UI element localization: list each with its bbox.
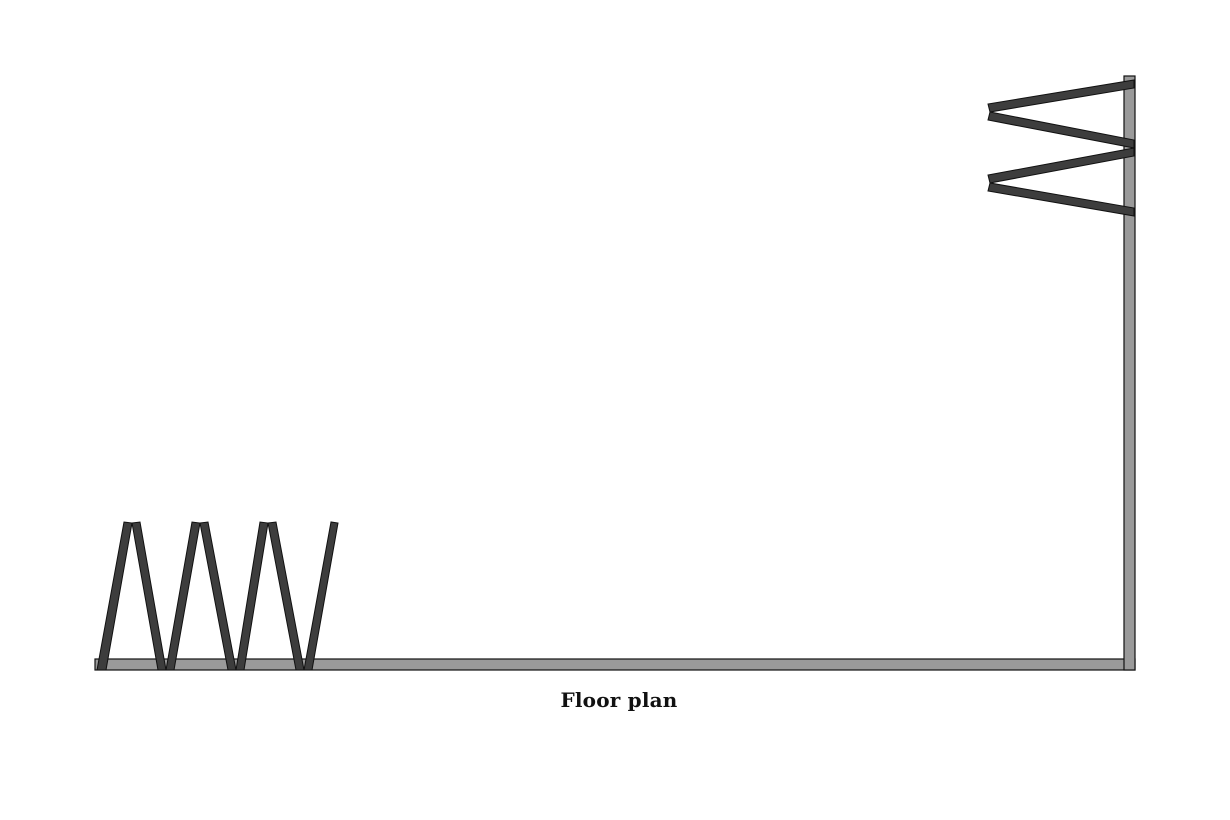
partition-panel xyxy=(199,521,237,671)
right-wall xyxy=(1123,75,1136,671)
partition-panel xyxy=(987,182,1135,217)
partition-panel xyxy=(165,521,201,671)
partition-panel xyxy=(987,111,1135,149)
partition-panel xyxy=(96,521,133,671)
partition-panel xyxy=(987,147,1135,184)
diagram-caption: Floor plan xyxy=(560,688,678,712)
partition-panel xyxy=(235,521,269,671)
partition-panel xyxy=(303,521,339,671)
partition-panel xyxy=(987,79,1135,113)
walls xyxy=(94,75,1136,671)
partition-panel xyxy=(267,521,305,671)
bottom-wall xyxy=(94,658,1136,671)
right-folding-partition xyxy=(987,79,1135,217)
bottom-folding-partition xyxy=(96,521,339,671)
partition-panel xyxy=(131,521,167,671)
